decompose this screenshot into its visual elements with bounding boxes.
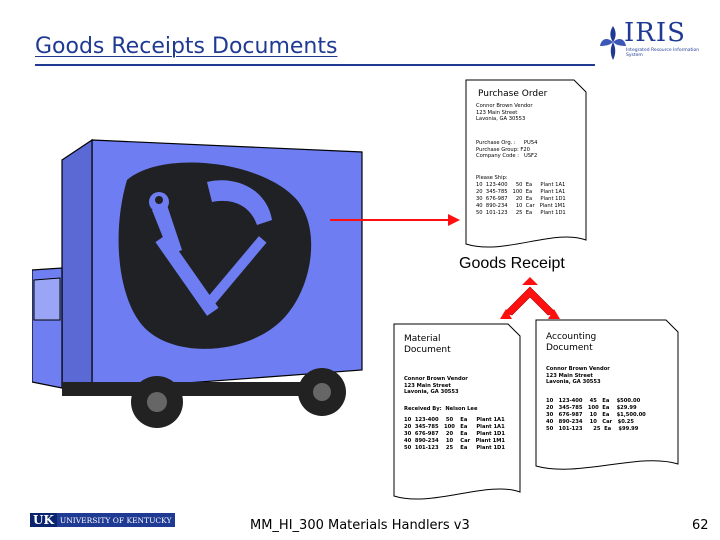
goods-receipt-branch-arrows (500, 277, 560, 319)
page-number: 62 (692, 518, 709, 533)
po-item-row: 10 123-400 50 Ea Plant 1A1 (476, 182, 566, 188)
uk-logo-text: UNIVERSITY OF KENTUCKY (59, 515, 172, 525)
po-org-line: Purchase Group: F20 (476, 146, 530, 153)
footer-course-code: MM_HI_300 Materials Handlers v3 (250, 518, 470, 533)
md-vendor-line: 123 Main Street (404, 382, 451, 389)
ad-vendor-line: Connor Brown Vendor (546, 366, 610, 372)
tools-emblem-icon (118, 162, 312, 349)
ad-vendor-line: Lavonia, GA 30553 (546, 379, 601, 386)
md-vendor-line: Lavonia, GA 30553 (404, 389, 459, 396)
arrow-to-purchase-order (330, 214, 460, 226)
md-item-row: 20 345-785 100 Ea Plant 1A1 (404, 424, 505, 430)
po-item-row: 50 101-123 25 Ea Plant 1D1 (476, 210, 566, 216)
accounting-document-title: Accounting Document (546, 332, 597, 353)
material-document-title: Material Document (404, 334, 451, 355)
material-document (393, 323, 521, 500)
uk-logo-icon: UK UNIVERSITY OF KENTUCKY (30, 513, 175, 527)
po-vendor-line: 123 Main Street (476, 109, 518, 116)
slide-title: Goods Receipts Documents (35, 34, 338, 59)
md-vendor-line: Connor Brown Vendor (404, 376, 468, 382)
title-divider (35, 64, 595, 66)
md-item-row: 50 101-123 25 Ea Plant 1D1 (404, 445, 505, 451)
ad-item-row: 10 123-400 45 Ea $500.00 (546, 398, 641, 404)
uk-logo-initials: UK (30, 513, 57, 527)
md-item-row: 30 676-987 20 Ea Plant 1D1 (404, 431, 505, 437)
iris-logo-text: IRIS (624, 18, 686, 48)
ad-item-row: 40 890-234 10 Car $0.25 (546, 419, 635, 425)
iris-logo-subtitle: Integrated Resource Information System (626, 48, 700, 58)
po-item-row: 40 890-234 10 Car Plant 1M1 (476, 203, 566, 209)
truck-icon (32, 138, 363, 428)
md-item-row: 10 123-400 50 Ea Plant 1A1 (404, 417, 505, 423)
po-item-row: 20 345-785 100 Ea Plant 1A1 (476, 189, 566, 195)
po-org-line: Company Code : USF2 (476, 153, 538, 160)
po-item-row: 30 676-987 20 Ea Plant 1D1 (476, 196, 566, 202)
po-vendor-line: Lavonia, GA 30553 (476, 116, 526, 123)
po-vendor-line: Connor Brown Vendor (476, 103, 533, 109)
accounting-document (535, 319, 679, 470)
ad-item-row: 50 101-123 25 Ea $99.99 (546, 426, 639, 432)
ad-item-row: 30 676-987 10 Ea $1,500.00 (546, 412, 646, 418)
goods-receipt-label: Goods Receipt (459, 255, 565, 272)
md-item-row: 40 890-234 10 Car Plant 1M1 (404, 438, 506, 444)
purchase-order-document (465, 79, 587, 248)
po-items-header: Please Ship: (476, 175, 508, 181)
ad-vendor-line: 123 Main Street (546, 372, 593, 379)
ad-item-row: 20 345-785 100 Ea $29.99 (546, 405, 637, 411)
po-org-line: Purchase Org. : PU54 (476, 140, 538, 146)
iris-flower-icon (600, 26, 626, 60)
md-received-by: Received By: Nelson Lee (404, 406, 478, 412)
purchase-order-title: Purchase Order (478, 89, 548, 99)
